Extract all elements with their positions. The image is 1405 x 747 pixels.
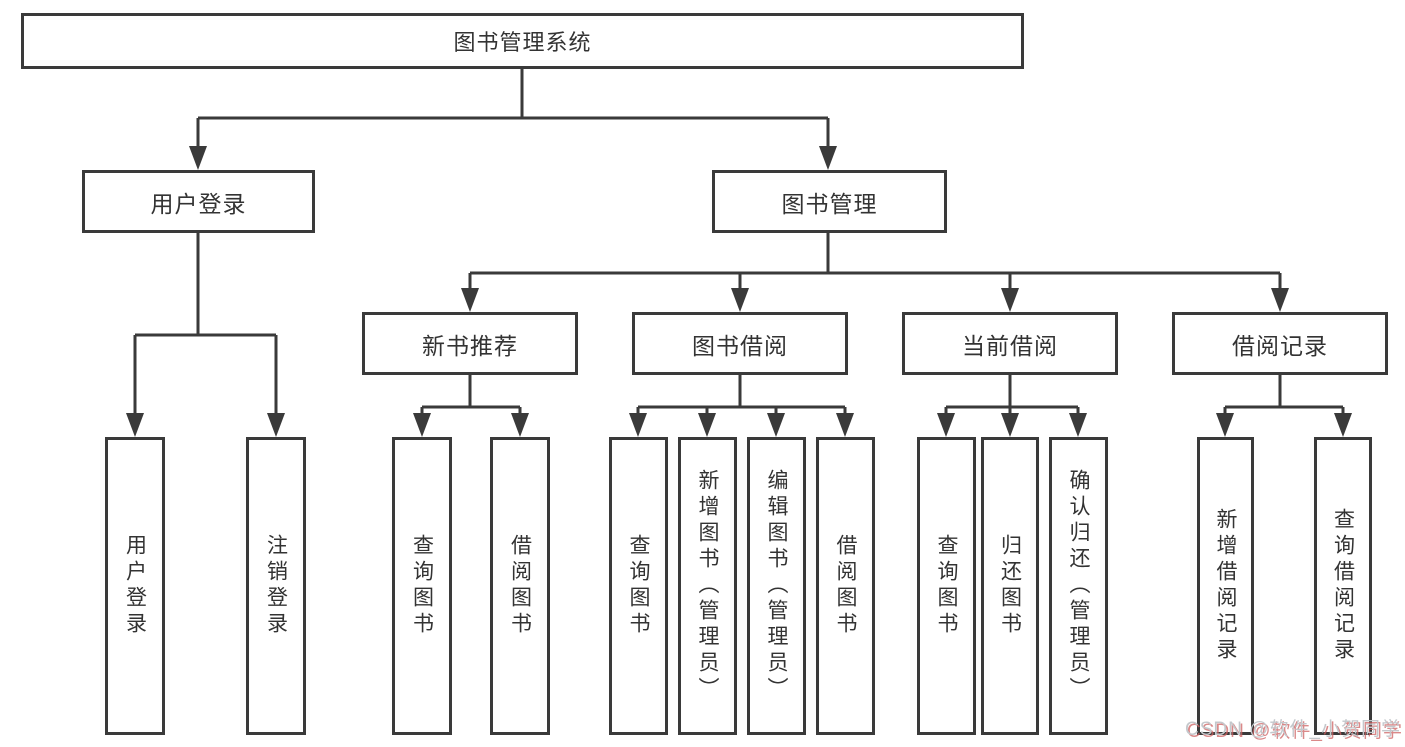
- arrow-down-icon: [1001, 288, 1019, 312]
- arrow-down-icon: [1271, 288, 1289, 312]
- arrow-down-icon: [126, 413, 144, 437]
- leaf-query-borrow-record-label: 查询借阅记录: [1331, 508, 1355, 664]
- node-book-management-label: 图书管理: [781, 190, 878, 217]
- leaf-logout-label: 注销登录: [264, 534, 288, 638]
- node-current-borrowing-label: 当前借阅: [962, 332, 1058, 359]
- node-borrowing-records: 借阅记录: [1172, 312, 1388, 375]
- leaf-query-books-current-label: 查询图书: [935, 534, 958, 638]
- leaf-add-books-admin-label: 新增图书（管理员）: [696, 469, 719, 703]
- node-borrowing-records-label: 借阅记录: [1232, 332, 1328, 359]
- arrow-down-icon: [937, 413, 955, 437]
- csdn-watermark: CSDN @软件_小贺同学: [1185, 719, 1401, 740]
- leaf-confirm-return-admin-label: 确认归还（管理员）: [1067, 469, 1090, 703]
- arrow-down-icon: [1334, 413, 1352, 437]
- arrow-down-icon: [836, 413, 854, 437]
- arrow-down-icon: [461, 288, 479, 312]
- arrow-down-icon: [511, 413, 529, 437]
- arrow-down-icon: [1216, 413, 1234, 437]
- leaf-confirm-return-admin: 确认归还（管理员）: [1049, 437, 1108, 735]
- node-book-borrowing: 图书借阅: [632, 312, 848, 375]
- leaf-return-books: 归还图书: [981, 437, 1039, 735]
- leaf-logout: 注销登录: [246, 437, 306, 735]
- leaf-query-books-borrowing-label: 查询图书: [627, 534, 650, 638]
- node-new-book-recommendation-label: 新书推荐: [422, 332, 518, 359]
- arrow-down-icon: [629, 413, 647, 437]
- arrow-down-icon: [1069, 413, 1087, 437]
- arrow-down-icon: [819, 146, 837, 170]
- leaf-query-books-borrowing: 查询图书: [609, 437, 668, 735]
- leaf-return-books-label: 归还图书: [998, 534, 1022, 638]
- leaf-borrow-books-borrowing-label: 借阅图书: [834, 534, 857, 638]
- arrow-down-icon: [698, 413, 716, 437]
- node-new-book-recommendation: 新书推荐: [362, 312, 578, 375]
- node-current-borrowing: 当前借阅: [902, 312, 1118, 375]
- leaf-borrow-books-recommend-label: 借阅图书: [508, 534, 532, 638]
- leaf-query-books-recommend: 查询图书: [392, 437, 452, 735]
- leaf-edit-books-admin-label: 编辑图书（管理员）: [765, 469, 788, 703]
- arrow-down-icon: [731, 288, 749, 312]
- leaf-query-borrow-record: 查询借阅记录: [1314, 437, 1372, 735]
- leaf-add-books-admin: 新增图书（管理员）: [678, 437, 737, 735]
- leaf-query-books-current: 查询图书: [917, 437, 976, 735]
- node-user-login: 用户登录: [82, 170, 315, 233]
- leaf-user-login-label: 用户登录: [123, 534, 147, 638]
- node-book-borrowing-label: 图书借阅: [692, 332, 788, 359]
- leaf-edit-books-admin: 编辑图书（管理员）: [747, 437, 806, 735]
- leaf-add-borrow-record-label: 新增借阅记录: [1214, 508, 1237, 664]
- leaf-user-login: 用户登录: [105, 437, 165, 735]
- leaf-add-borrow-record: 新增借阅记录: [1197, 437, 1254, 735]
- leaf-query-books-recommend-label: 查询图书: [410, 534, 434, 638]
- node-root-label: 图书管理系统: [453, 30, 592, 55]
- leaf-borrow-books-recommend: 借阅图书: [490, 437, 550, 735]
- node-root: 图书管理系统: [21, 13, 1024, 69]
- node-user-login-label: 用户登录: [150, 190, 247, 217]
- leaf-borrow-books-borrowing: 借阅图书: [816, 437, 875, 735]
- arrow-down-icon: [189, 146, 207, 170]
- arrow-down-icon: [267, 413, 285, 437]
- arrow-down-icon: [767, 413, 785, 437]
- arrow-down-icon: [1001, 413, 1019, 437]
- node-book-management: 图书管理: [712, 170, 947, 233]
- arrow-down-icon: [413, 413, 431, 437]
